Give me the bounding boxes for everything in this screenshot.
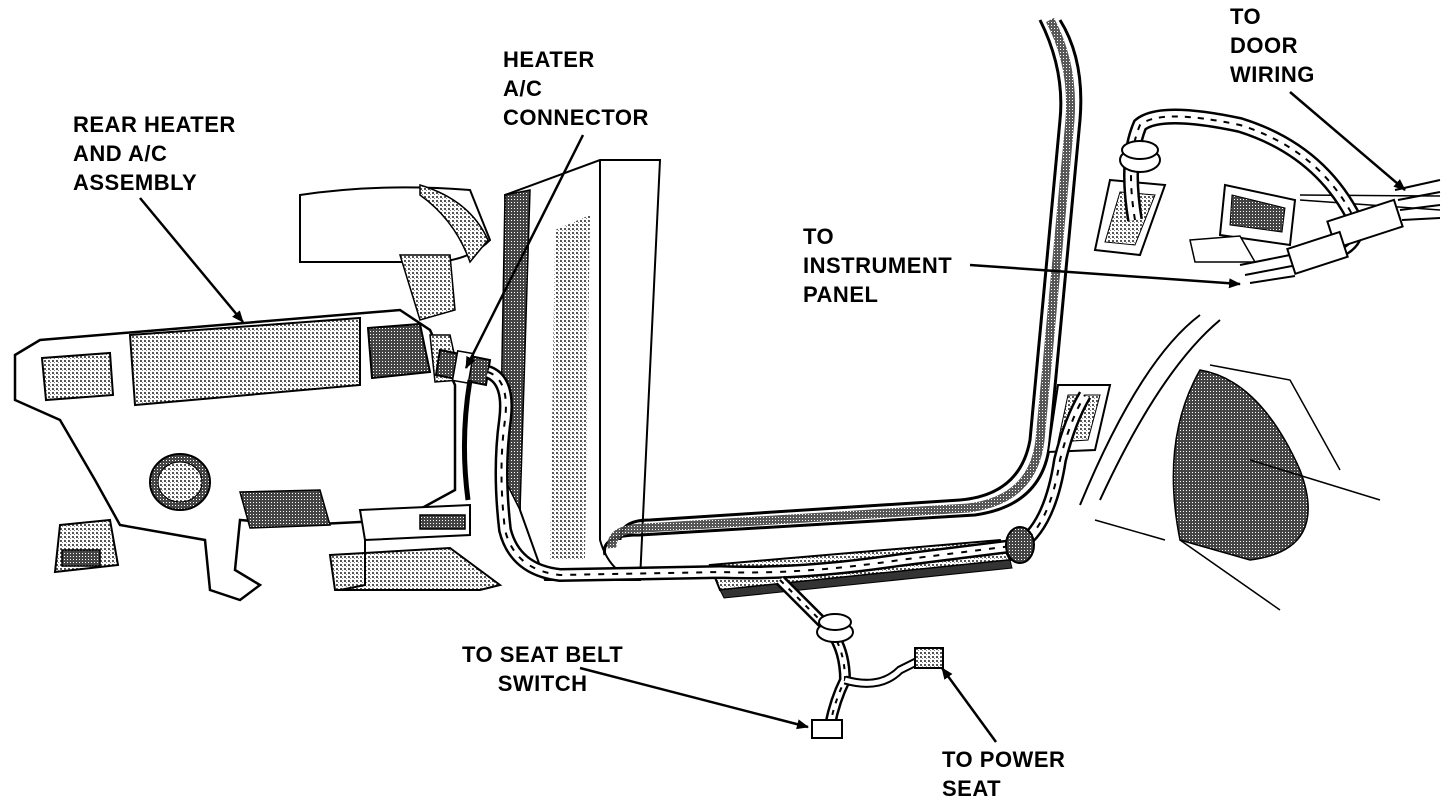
connectors — [811, 179, 1441, 739]
leader-arrows — [139, 91, 1406, 743]
b-pillar — [499, 159, 662, 581]
arrow-heater-connector — [464, 134, 585, 369]
label-instrument-panel: TO INSTRUMENT PANEL — [803, 224, 953, 307]
label-heater-connector: HEATER A/C CONNECTOR — [503, 47, 649, 130]
arrow-seat-belt — [579, 666, 809, 730]
label-power-seat: TO POWER SEAT — [942, 747, 1066, 801]
door-frame — [602, 17, 1083, 556]
rear-heater-assembly — [13, 254, 503, 602]
grommets — [816, 140, 1161, 643]
label-door-wiring: TO DOOR WIRING — [1230, 4, 1315, 87]
arrow-power-seat — [940, 667, 998, 743]
upper-duct — [299, 183, 492, 264]
arrow-instrument-panel — [969, 263, 1241, 289]
arrow-rear-heater — [139, 197, 244, 323]
quarter-panel — [1079, 314, 1381, 611]
label-rear-heater: REAR HEATER AND A/C ASSEMBLY — [73, 112, 236, 195]
arrow-door-wiring — [1289, 91, 1406, 191]
label-seat-belt: TO SEAT BELT SWITCH — [462, 642, 624, 696]
